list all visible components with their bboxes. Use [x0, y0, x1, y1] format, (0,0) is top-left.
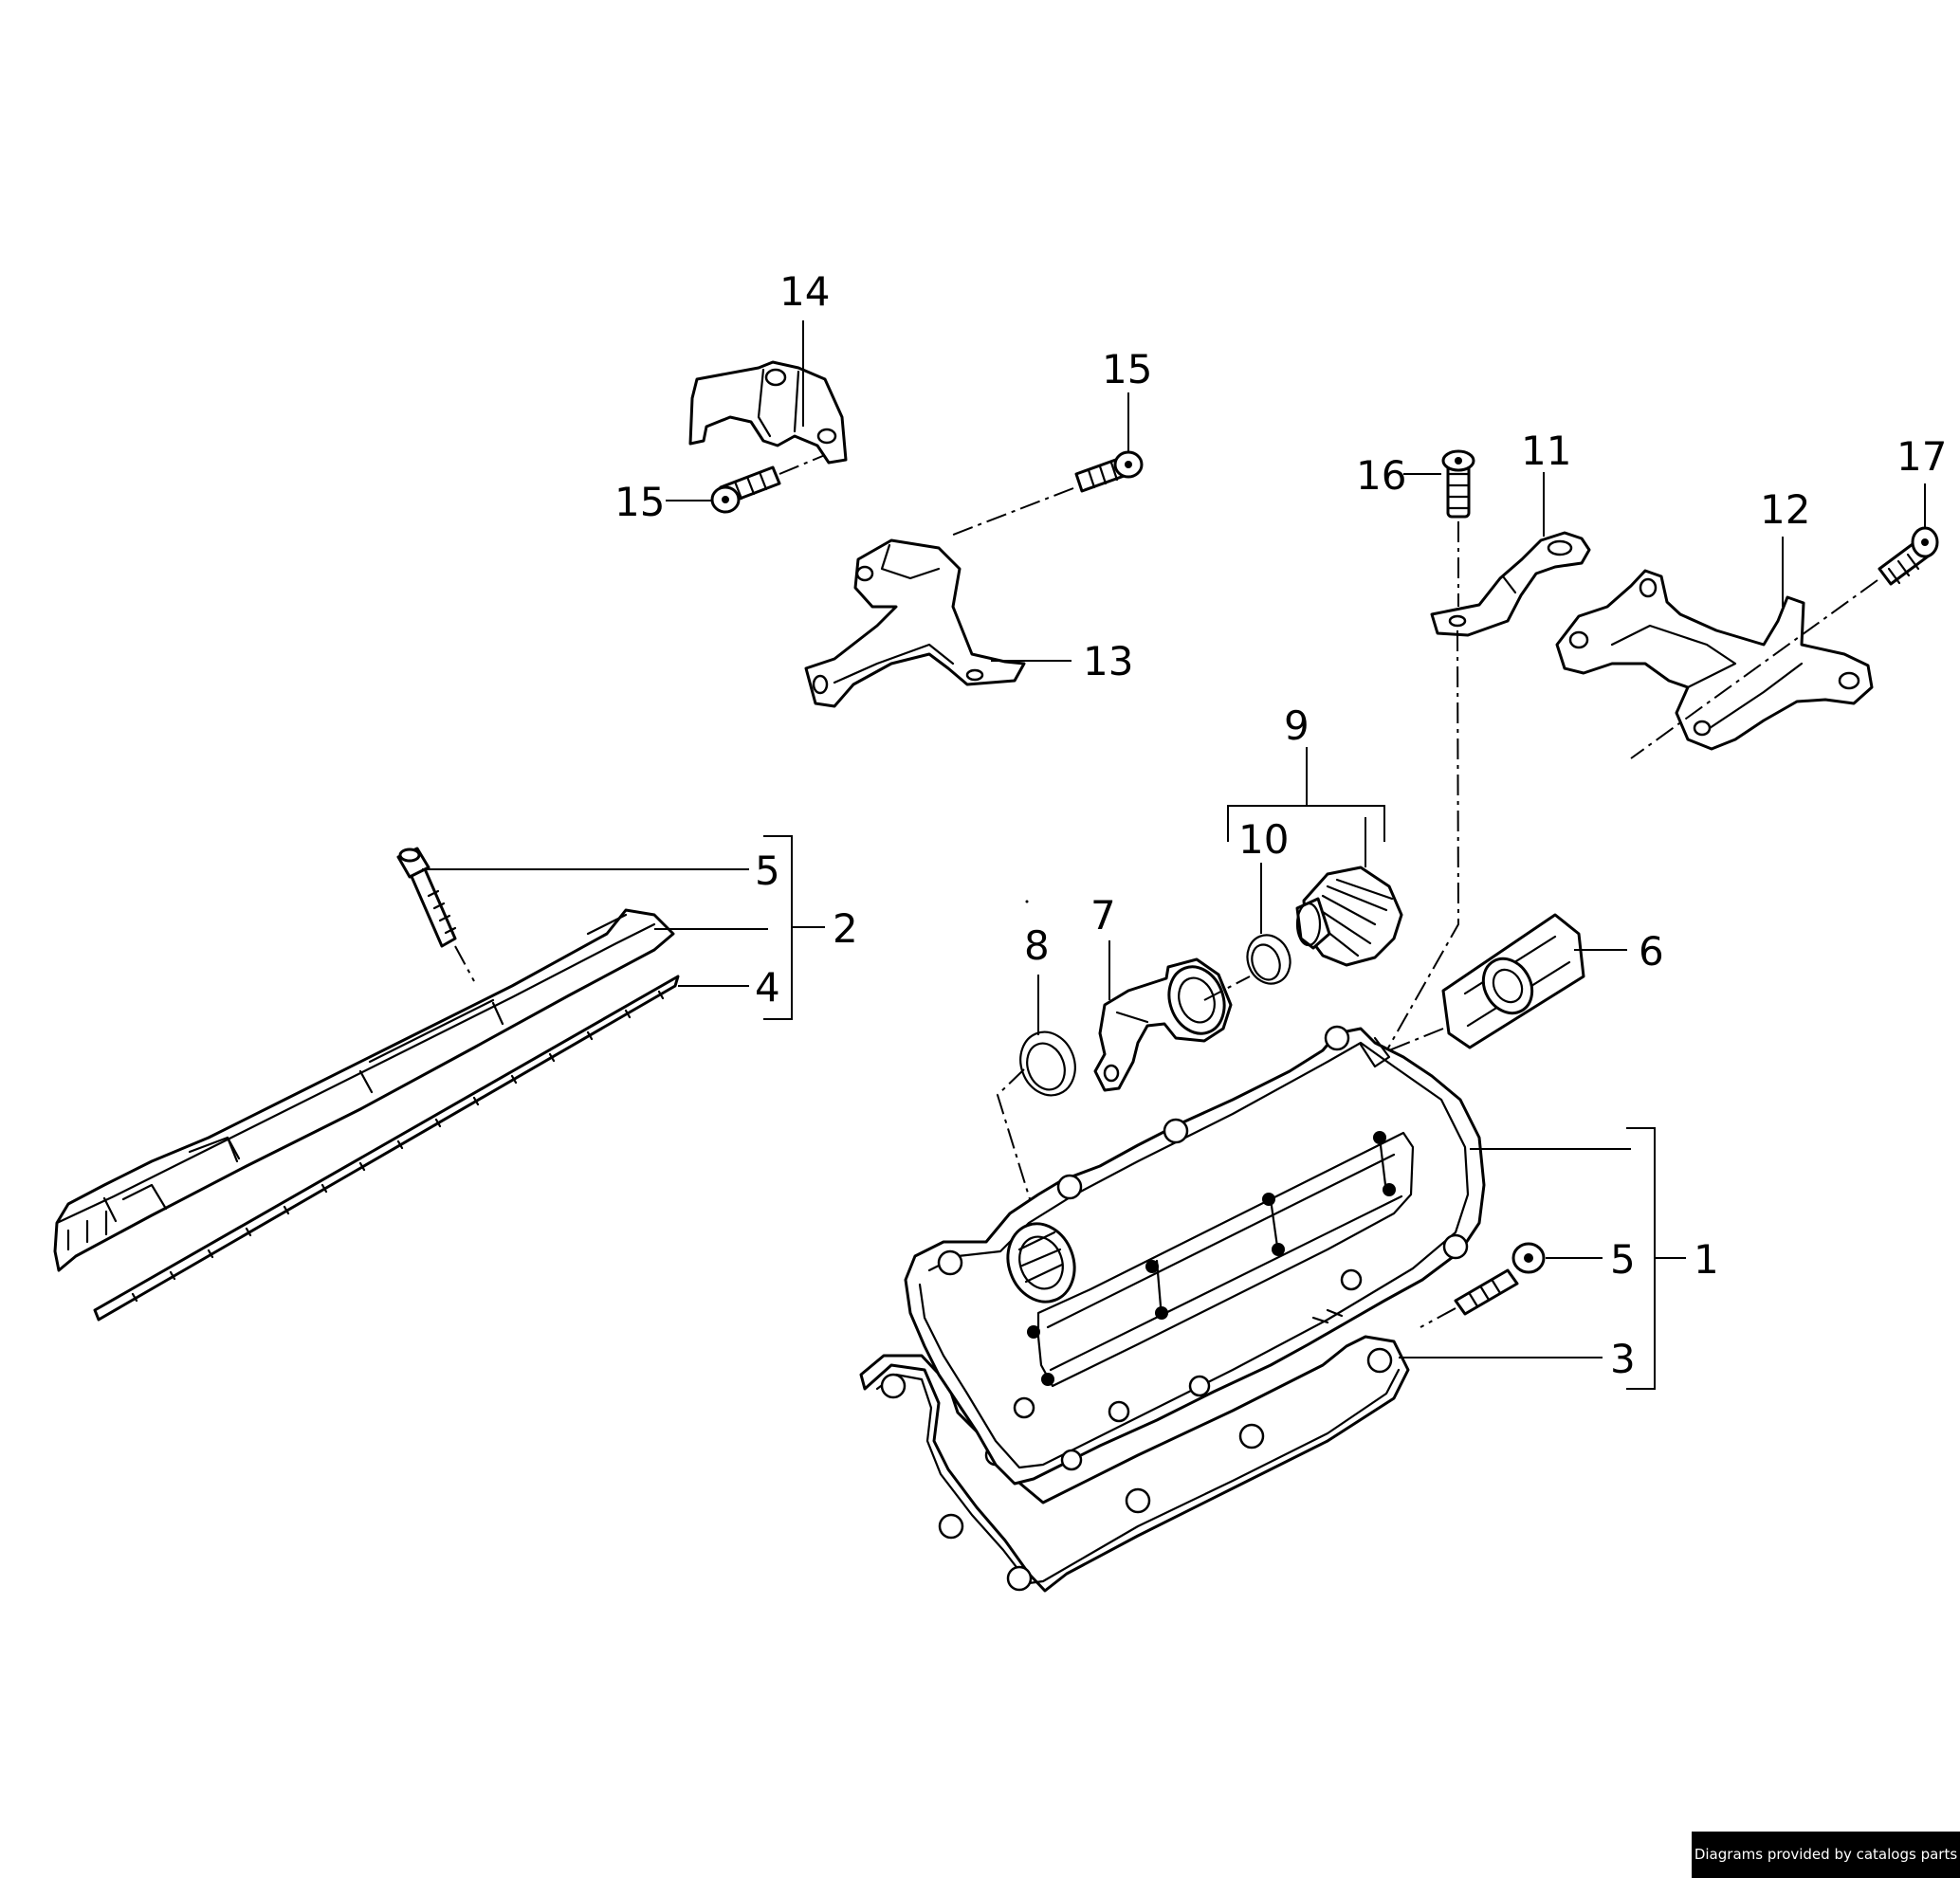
- callout-15-left: 15: [614, 479, 665, 525]
- valve-cover-1: [904, 1025, 1486, 1486]
- bracket-14: [688, 360, 848, 465]
- callout-11: 11: [1521, 428, 1571, 474]
- gasket-plate-6: [1441, 913, 1585, 1049]
- axis-5-left: [454, 945, 475, 982]
- callout-8: 8: [1024, 922, 1050, 969]
- axis-15-top: [947, 487, 1074, 538]
- bolt-15-top: [1074, 450, 1144, 493]
- bolt-5-right: [1454, 1242, 1546, 1316]
- callout-1: 1: [1694, 1236, 1719, 1283]
- o-ring-8: [1019, 1030, 1076, 1097]
- gasket-3: [859, 1335, 1410, 1593]
- callout-13: 13: [1083, 638, 1133, 684]
- callout-9: 9: [1284, 702, 1310, 749]
- callout-10: 10: [1238, 816, 1289, 863]
- callout-17: 17: [1896, 433, 1947, 480]
- gasket-4: [93, 975, 680, 1322]
- bolt-5-left: [396, 847, 457, 948]
- filler-neck-7: [1093, 957, 1233, 1092]
- callout-5-right: 5: [1610, 1236, 1636, 1283]
- axis-5-right: [1420, 1307, 1456, 1328]
- valve-cover-2: [53, 908, 675, 1272]
- bolt-16: [1441, 449, 1475, 519]
- axis-11: [1374, 521, 1460, 1072]
- bolt-15-left: [710, 465, 781, 514]
- bracket-13: [804, 538, 1026, 708]
- axis-17: [1630, 579, 1878, 759]
- bracket-11: [1430, 531, 1591, 637]
- bolt-17: [1878, 526, 1939, 586]
- callout-12: 12: [1760, 486, 1810, 533]
- filler-cap-9: [1295, 866, 1403, 967]
- callout-15-top: 15: [1102, 346, 1152, 392]
- bracket-12: [1555, 569, 1874, 751]
- callout-16: 16: [1356, 452, 1406, 499]
- axis-6: [1383, 1028, 1444, 1053]
- axis-8: [996, 1068, 1044, 1243]
- callout-7: 7: [1090, 892, 1116, 939]
- callout-4: 4: [755, 964, 780, 1011]
- speck: [1025, 900, 1029, 903]
- axis-15-left: [779, 454, 826, 475]
- credit-banner: Diagrams provided by catalogs parts: [1692, 1832, 1960, 1878]
- axis-7: [1203, 975, 1251, 1001]
- callout-5-left: 5: [755, 848, 780, 894]
- o-ring-10: [1246, 934, 1291, 985]
- callout-2: 2: [833, 905, 858, 952]
- callout-14: 14: [779, 268, 830, 315]
- callout-3: 3: [1610, 1336, 1636, 1382]
- callout-6: 6: [1639, 928, 1664, 975]
